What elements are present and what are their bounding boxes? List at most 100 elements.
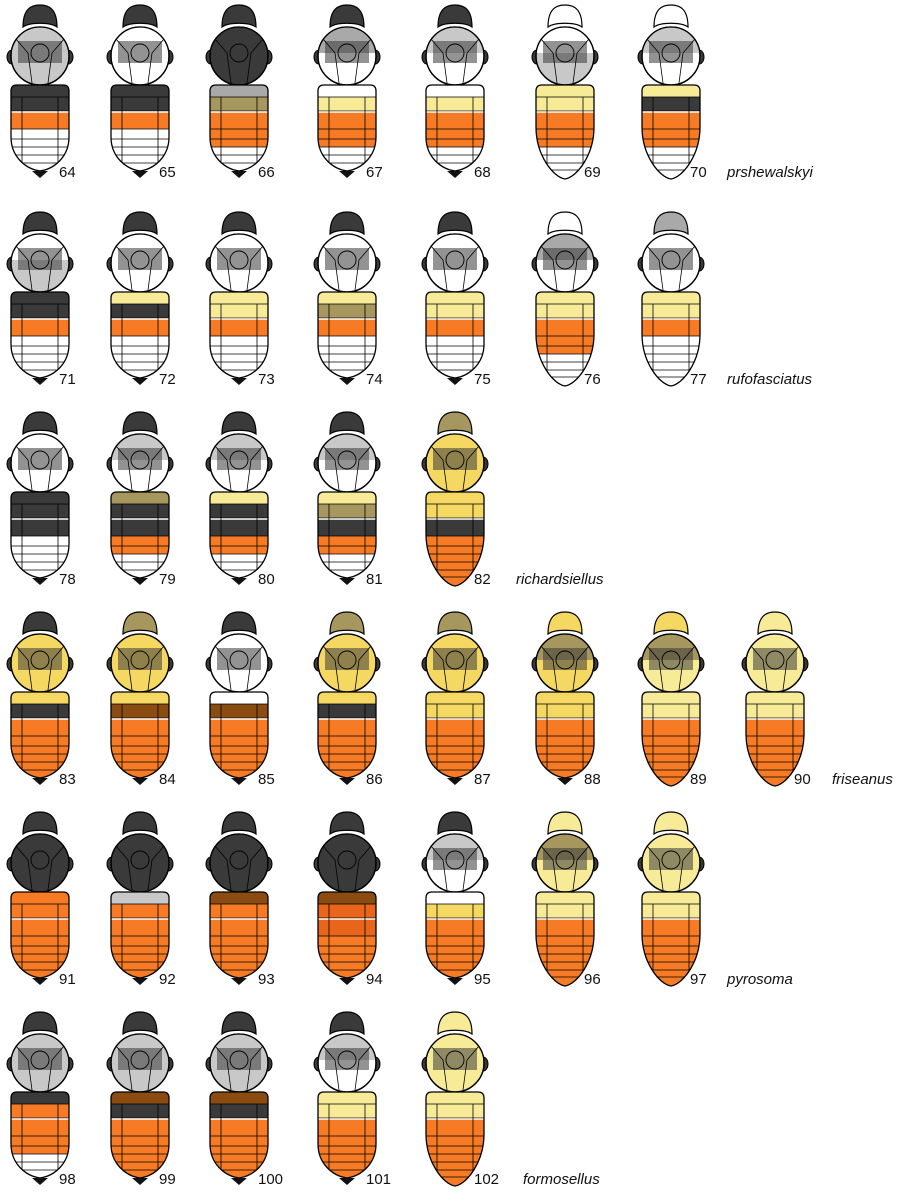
tergite-t1 (425, 492, 485, 504)
head-vertex (222, 812, 256, 834)
bee-morph-99: 99 (107, 1012, 176, 1188)
head-vertex (222, 212, 256, 234)
bee-morph-72: 72 (107, 212, 176, 388)
tergite-t1 (317, 892, 377, 904)
morph-number: 100 (258, 1171, 283, 1188)
tergite-t3 (425, 1118, 485, 1136)
tergite-t3 (641, 111, 701, 129)
bee-morph-95: 95 (422, 812, 491, 988)
morph-number: 101 (366, 1171, 391, 1188)
tergite-t4 (745, 736, 805, 754)
head-vertex (23, 412, 57, 434)
species-label: pyrosoma (726, 971, 793, 988)
tergite-t2 (317, 97, 377, 111)
tergite-t1 (10, 892, 70, 904)
tergite-t2 (425, 97, 485, 111)
tergite-t2 (425, 904, 485, 918)
morph-number: 71 (59, 371, 76, 388)
head-vertex (330, 5, 364, 27)
morph-number: 68 (474, 164, 491, 181)
head-vertex (438, 5, 472, 27)
sting-marker (32, 978, 48, 985)
head-vertex (654, 612, 688, 634)
tergite-t3 (110, 518, 170, 536)
bee-morph-94: 94 (314, 812, 383, 988)
bee-morph-79: 79 (107, 412, 176, 588)
morph-number: 83 (59, 771, 76, 788)
morph-number: 87 (474, 771, 491, 788)
tergite-t3 (10, 111, 70, 129)
sting-marker (339, 171, 355, 178)
tergite-t3 (535, 718, 595, 736)
bee-morph-66: 66 (206, 5, 275, 181)
tergite-t4 (535, 936, 595, 954)
tergite-t2 (10, 97, 70, 111)
sting-marker (132, 378, 148, 385)
sting-marker (132, 578, 148, 585)
tergite-t2 (535, 704, 595, 718)
tergite-t1 (425, 292, 485, 304)
bee-morph-92: 92 (107, 812, 176, 988)
species-label: formosellus (523, 1171, 600, 1188)
tergite-t3 (10, 718, 70, 736)
tergite-t2 (110, 1104, 170, 1118)
tergite-t2 (317, 504, 377, 518)
tergite-t1 (535, 692, 595, 704)
morph-number: 65 (159, 164, 176, 181)
bee-morph-78: 78 (7, 412, 76, 588)
bee-morph-98: 98 (7, 1012, 76, 1188)
tergite-t1 (745, 692, 805, 704)
head-vertex (23, 612, 57, 634)
bee-morph-93: 93 (206, 812, 275, 988)
tergite-t2 (317, 304, 377, 318)
tergite-t1 (110, 85, 170, 97)
tergite-t4 (535, 736, 595, 754)
tergite-t2 (425, 304, 485, 318)
tergite-t2 (10, 504, 70, 518)
head-vertex (23, 212, 57, 234)
tergite-t2 (641, 704, 701, 718)
head-vertex (23, 812, 57, 834)
head-vertex (222, 1012, 256, 1034)
tergite-t3 (10, 518, 70, 536)
tergite-t3 (110, 111, 170, 129)
tergite-t4 (317, 736, 377, 754)
tergite-t4 (317, 536, 377, 554)
tergite-t1 (209, 85, 269, 97)
head-vertex (548, 812, 582, 834)
tergite-t4 (110, 936, 170, 954)
tergite-t3 (317, 918, 377, 936)
tergite-t2 (110, 904, 170, 918)
morph-number: 93 (258, 971, 275, 988)
tergite-t4 (425, 1136, 485, 1154)
tergite-t2 (110, 504, 170, 518)
tergite-t2 (209, 304, 269, 318)
bee-morph-86: 86 (314, 612, 383, 788)
tergite-t4 (10, 536, 70, 554)
tergite-t1 (209, 1092, 269, 1104)
tergite-t4 (425, 129, 485, 147)
head-vertex (330, 412, 364, 434)
bee-morph-91: 91 (7, 812, 76, 988)
tergite-t3 (425, 918, 485, 936)
bee-morph-83: 83 (7, 612, 76, 788)
tergite-t1 (425, 892, 485, 904)
head-vertex (548, 612, 582, 634)
head-vertex (438, 812, 472, 834)
tergite-t2 (10, 1104, 70, 1118)
head-vertex (330, 1012, 364, 1034)
head-vertex (222, 612, 256, 634)
tergite-t2 (209, 504, 269, 518)
tergite-t4 (535, 129, 595, 147)
tergite-t1 (10, 1092, 70, 1104)
tergite-t1 (535, 892, 595, 904)
species-label: prshewalskyi (726, 164, 814, 181)
tergite-t2 (110, 304, 170, 318)
tergite-t4 (209, 129, 269, 147)
head-vertex (330, 212, 364, 234)
sting-marker (132, 1178, 148, 1185)
tergite-t1 (10, 85, 70, 97)
head-vertex (758, 612, 792, 634)
sting-marker (231, 778, 247, 785)
